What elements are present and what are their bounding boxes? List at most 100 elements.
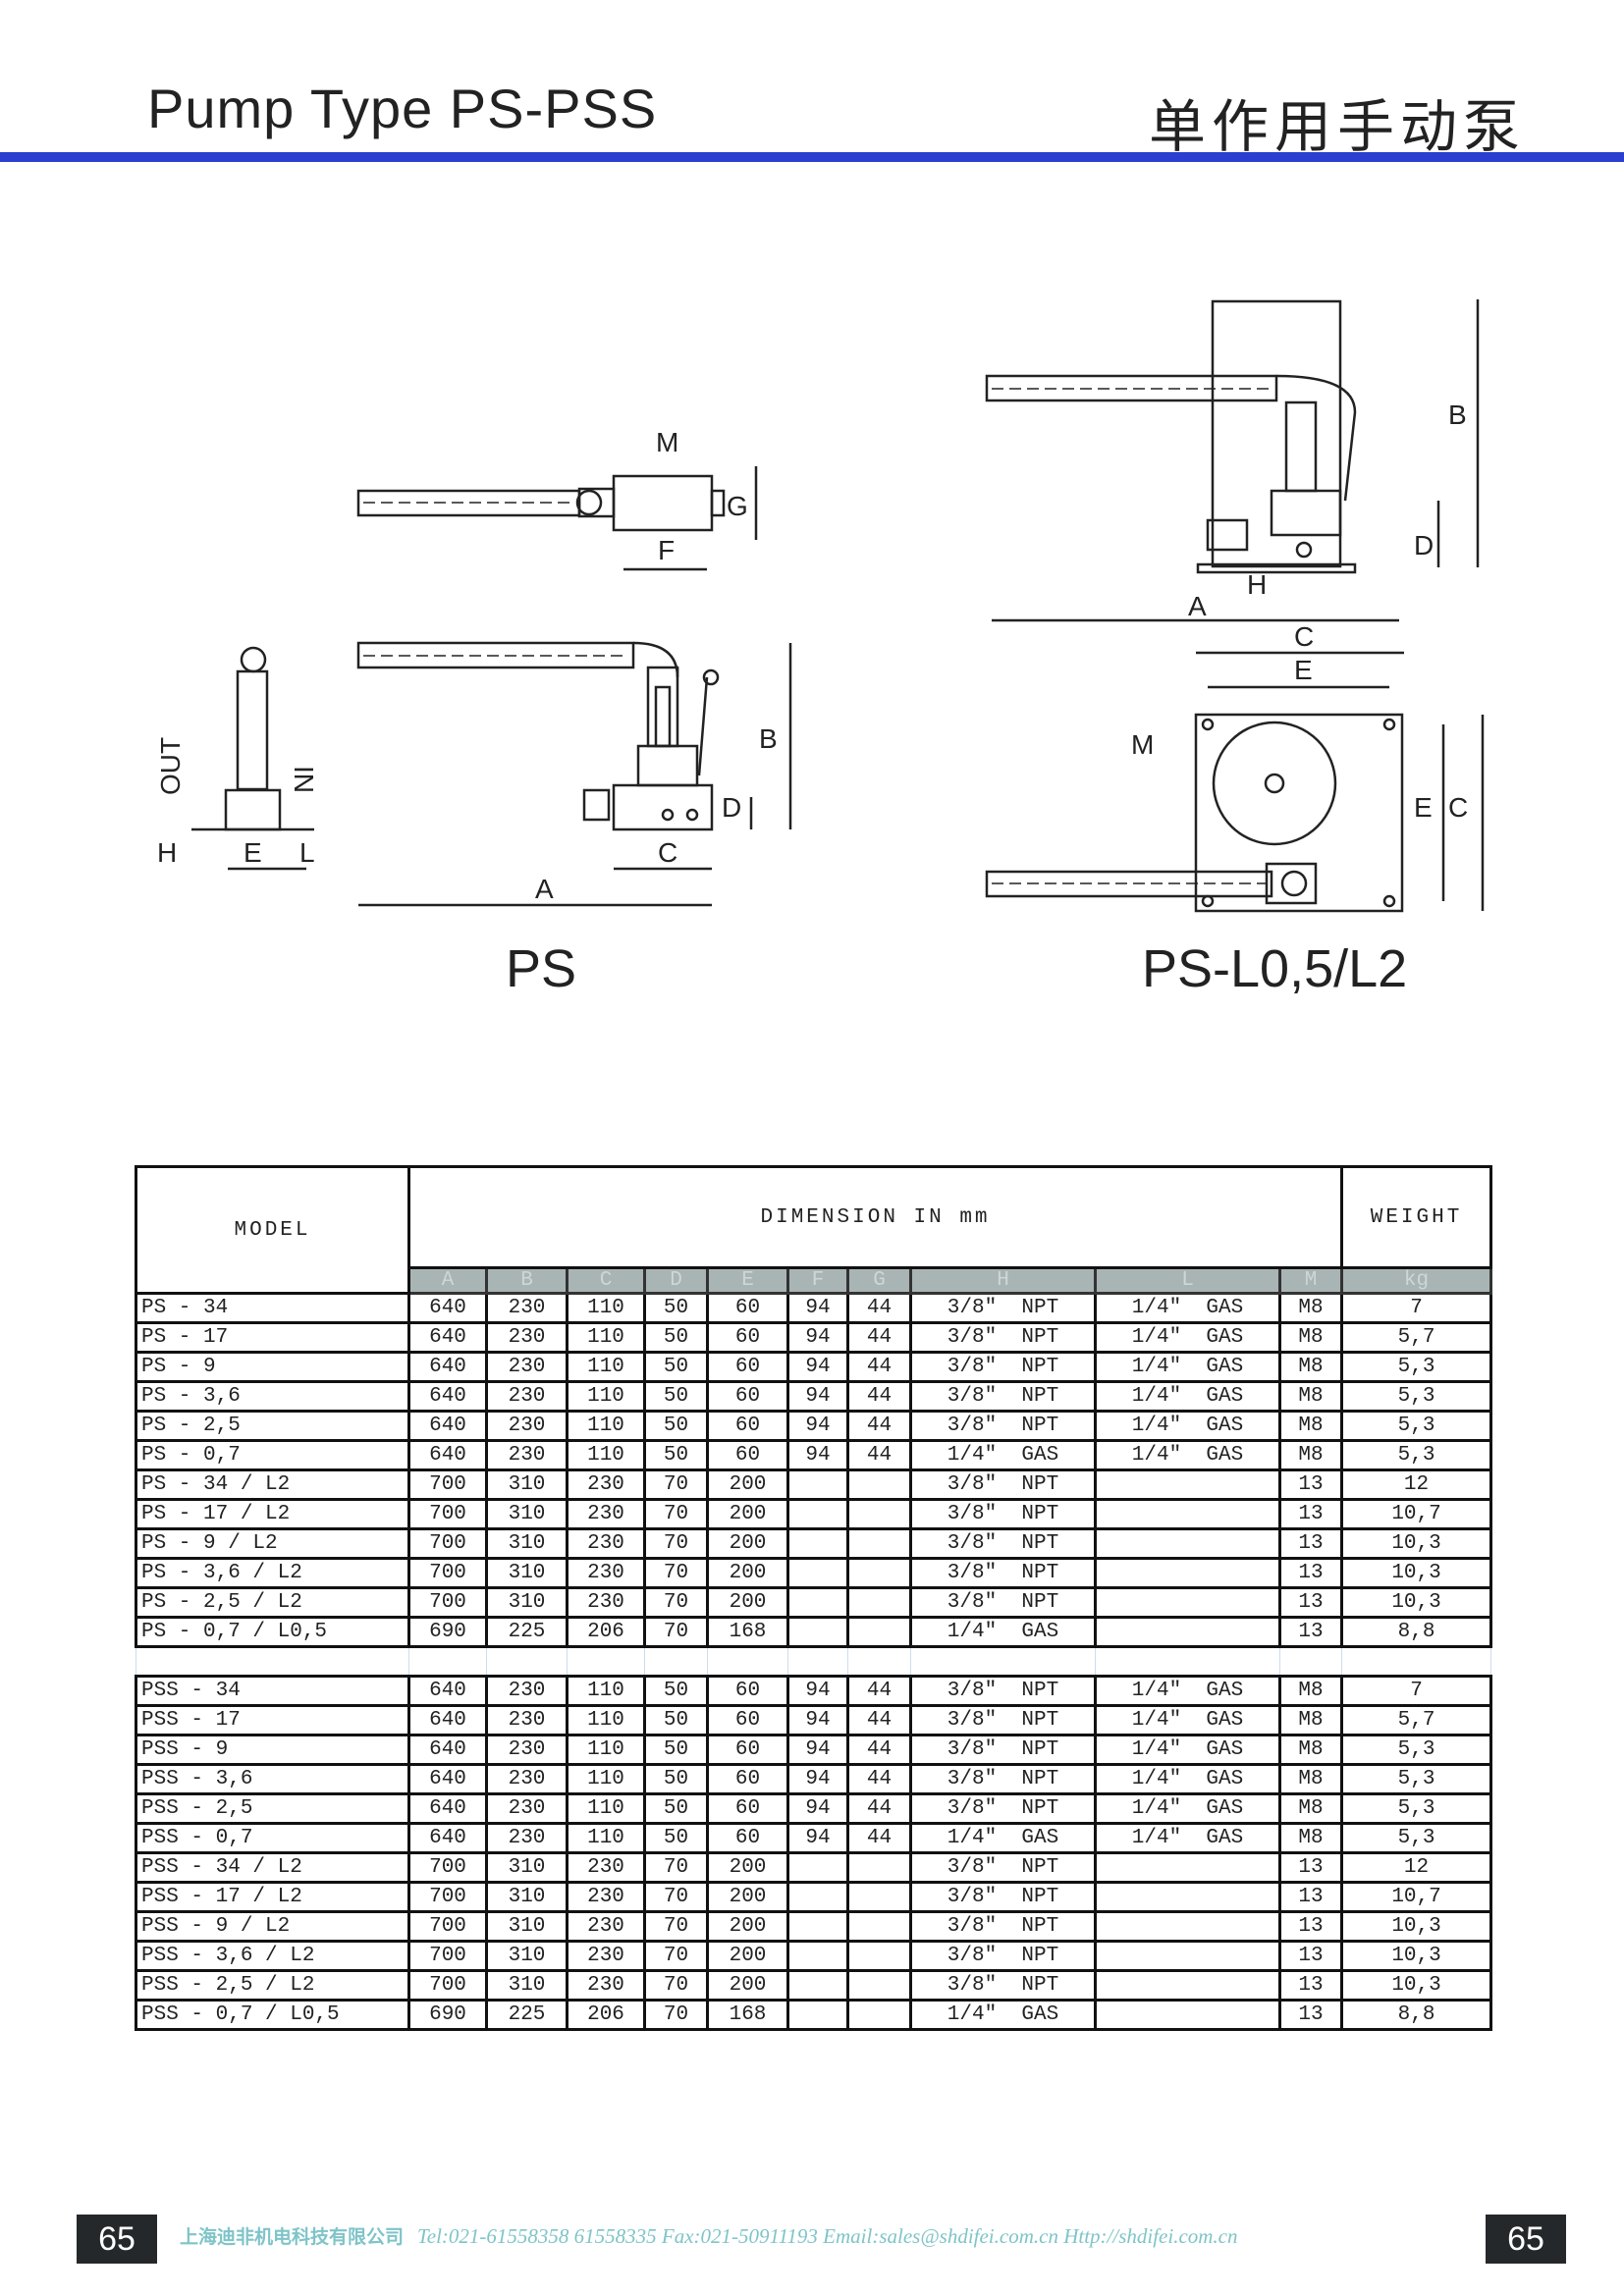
value-cell: 230 xyxy=(485,1439,568,1471)
value-cell: 13 xyxy=(1277,1940,1344,1972)
value-cell: 60 xyxy=(706,1380,789,1413)
ps-label-h: H xyxy=(157,837,177,868)
value-cell: 60 xyxy=(706,1675,789,1707)
value-cell: 50 xyxy=(643,1763,709,1795)
value-cell: 70 xyxy=(643,1498,709,1530)
value-cell: 700 xyxy=(407,1969,488,2002)
value-cell: 1/4" GAS xyxy=(1094,1439,1281,1471)
value-cell: 50 xyxy=(643,1410,709,1442)
value-cell: 310 xyxy=(485,1498,568,1530)
value-cell: 230 xyxy=(566,1498,646,1530)
value-cell xyxy=(786,1999,849,2031)
value-cell: 3/8" NPT xyxy=(909,1969,1097,2002)
value-cell: 690 xyxy=(407,1999,488,2031)
value-cell: 1/4" GAS xyxy=(1094,1351,1281,1383)
value-cell: 60 xyxy=(706,1351,789,1383)
value-cell: 200 xyxy=(706,1498,789,1530)
value-cell: 230 xyxy=(485,1792,568,1825)
empty-cell xyxy=(408,1645,487,1678)
value-cell: 225 xyxy=(485,1616,568,1648)
value-cell: 230 xyxy=(566,1940,646,1972)
model-cell: PS - 0,7 / L0,5 xyxy=(135,1616,410,1648)
value-cell: 10,3 xyxy=(1340,1940,1493,1972)
value-cell xyxy=(1094,1557,1281,1589)
value-cell: 44 xyxy=(846,1380,912,1413)
value-cell: 70 xyxy=(643,1527,709,1560)
value-cell: 1/4" GAS xyxy=(1094,1292,1281,1324)
value-cell: 700 xyxy=(407,1557,488,1589)
value-cell: 230 xyxy=(566,1851,646,1884)
value-cell: 3/8" NPT xyxy=(909,1557,1097,1589)
value-cell: 44 xyxy=(846,1675,912,1707)
value-cell: 13 xyxy=(1277,1557,1344,1589)
ps-label-f: F xyxy=(658,535,675,565)
value-cell: 44 xyxy=(846,1321,912,1354)
value-cell: 60 xyxy=(706,1704,789,1736)
model-cell: PSS - 17 xyxy=(135,1704,410,1736)
value-cell: M8 xyxy=(1277,1704,1344,1736)
value-cell xyxy=(846,1969,912,2002)
value-cell: 94 xyxy=(786,1380,849,1413)
dimension-labels: M G F B D C A OUT IN H E L B D H A C E M… xyxy=(155,400,1468,904)
value-cell: 110 xyxy=(566,1380,646,1413)
value-cell xyxy=(1094,1468,1281,1501)
ps-label-c: C xyxy=(658,837,677,868)
value-cell: 70 xyxy=(643,1468,709,1501)
value-cell: 13 xyxy=(1277,1616,1344,1648)
page-number-right: 65 xyxy=(1486,2215,1566,2264)
model-cell: PSS - 3,6 xyxy=(135,1763,410,1795)
value-cell: 230 xyxy=(566,1468,646,1501)
value-cell: 50 xyxy=(643,1675,709,1707)
empty-cell xyxy=(1278,1645,1343,1678)
value-cell: 13 xyxy=(1277,1969,1344,2002)
value-cell: 640 xyxy=(407,1439,488,1471)
value-cell xyxy=(846,1910,912,1943)
ps-label-in: IN xyxy=(289,766,319,793)
value-cell: 200 xyxy=(706,1557,789,1589)
value-cell: 60 xyxy=(706,1822,789,1854)
value-cell: 110 xyxy=(566,1410,646,1442)
model-cell: PS - 17 / L2 xyxy=(135,1498,410,1530)
value-cell: 50 xyxy=(643,1380,709,1413)
separator-row xyxy=(135,1645,1492,1678)
value-cell: 3/8" NPT xyxy=(909,1910,1097,1943)
value-cell: 700 xyxy=(407,1468,488,1501)
ps-label-l: L xyxy=(299,837,315,868)
model-cell: PSS - 2,5 xyxy=(135,1792,410,1825)
value-cell: 3/8" NPT xyxy=(909,1527,1097,1560)
value-cell: 640 xyxy=(407,1292,488,1324)
page-title: Pump Type PS-PSS xyxy=(147,78,658,139)
value-cell: 310 xyxy=(485,1586,568,1619)
value-cell: 70 xyxy=(643,1557,709,1589)
value-cell: M8 xyxy=(1277,1439,1344,1471)
value-cell: 60 xyxy=(706,1321,789,1354)
ps-label-out: OUT xyxy=(155,737,186,795)
ps-l-top-view xyxy=(985,651,1485,913)
value-cell: 94 xyxy=(786,1675,849,1707)
model-cell: PS - 0,7 xyxy=(135,1439,410,1471)
column-header-g: G xyxy=(846,1266,912,1295)
value-cell: 230 xyxy=(485,1351,568,1383)
value-cell: 110 xyxy=(566,1792,646,1825)
empty-cell xyxy=(644,1645,708,1678)
value-cell: 230 xyxy=(485,1292,568,1324)
value-cell: 1/4" GAS xyxy=(1094,1675,1281,1707)
value-cell xyxy=(846,1586,912,1619)
value-cell: 310 xyxy=(485,1969,568,2002)
page-title-chinese: 单作用手动泵 xyxy=(1148,93,1526,160)
value-cell: 200 xyxy=(706,1468,789,1501)
value-cell: 230 xyxy=(485,1675,568,1707)
value-cell: 230 xyxy=(485,1410,568,1442)
value-cell: 230 xyxy=(566,1881,646,1913)
value-cell xyxy=(786,1498,849,1530)
value-cell: 94 xyxy=(786,1351,849,1383)
value-cell: 700 xyxy=(407,1586,488,1619)
